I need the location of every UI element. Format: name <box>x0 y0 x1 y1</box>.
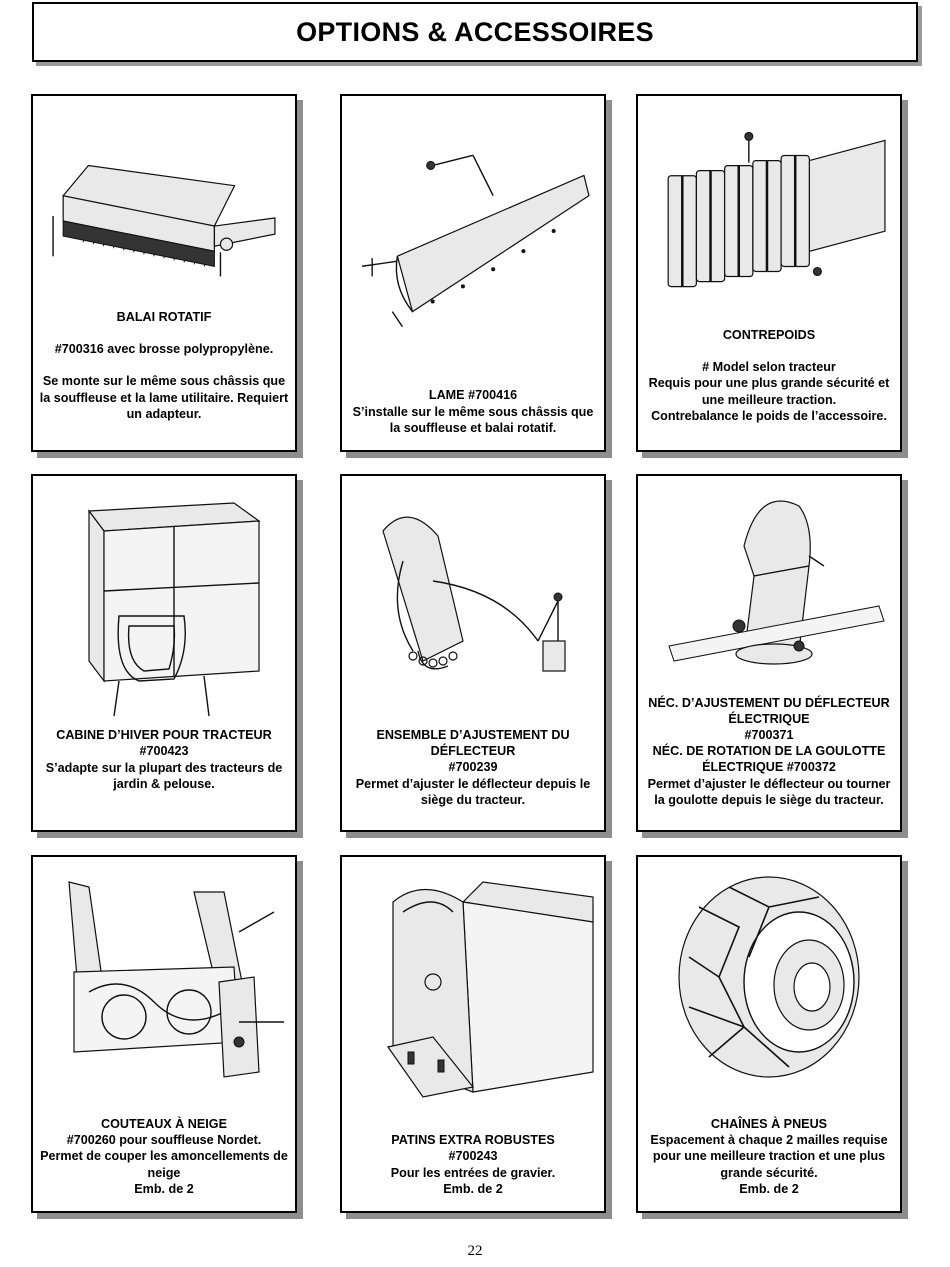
card-caption: LAME #700416 S’installe sur le même sous… <box>346 387 600 436</box>
blade-illustration <box>352 131 594 341</box>
card-electric-chute: NÉC. D’AJUSTEMENT DU DÉFLECTEUR ÉLECTRIQ… <box>636 474 902 832</box>
page-number: 22 <box>467 1243 483 1259</box>
card-text: Permet d’ajuster le déflecteur ou tourne… <box>647 776 891 807</box>
card-text: #700243 <box>448 1149 498 1164</box>
page-title: OPTIONS & ACCESSOIRES <box>296 16 654 47</box>
card-title: CONTREPOIDS <box>722 327 816 342</box>
skid-shoes-illustration <box>352 872 594 1102</box>
card-caption: COUTEAUX À NEIGE #700260 pour souffleuse… <box>37 1116 291 1197</box>
card-caption: PATINS EXTRA ROBUSTES #700243 Pour les e… <box>346 1132 600 1197</box>
card-title: ENSEMBLE D’AJUSTEMENT DU DÉFLECTEUR <box>376 727 570 759</box>
card-text: #700371 <box>744 727 794 742</box>
card-text: #700423 <box>139 744 189 759</box>
card-caption: BALAI ROTATIF #700316 avec brosse polypr… <box>37 309 291 422</box>
rotary-broom-illustration <box>43 136 285 306</box>
page-title-box: OPTIONS & ACCESSOIRES <box>32 2 918 62</box>
card-caption: NÉC. D’AJUSTEMENT DU DÉFLECTEUR ÉLECTRIQ… <box>642 695 896 808</box>
card-text: Pour les entrées de gravier. <box>390 1165 556 1180</box>
card-skid-shoes: PATINS EXTRA ROBUSTES #700243 Pour les e… <box>340 855 606 1213</box>
card-blade: LAME #700416 S’installe sur le même sous… <box>340 94 606 452</box>
card-text: Emb. de 2 <box>443 1181 503 1196</box>
tire-chains-illustration <box>648 867 890 1087</box>
card-text: Permet de couper les amoncellements de n… <box>40 1149 288 1180</box>
winter-cab-illustration <box>43 491 285 721</box>
card-winter-cab: CABINE D’HIVER POUR TRACTEUR #700423 S’a… <box>31 474 297 832</box>
snow-cutters-illustration <box>43 872 285 1102</box>
card-text: Permet d’ajuster le déflecteur depuis le… <box>355 776 591 807</box>
card-title: NÉC. D’AJUSTEMENT DU DÉFLECTEUR ÉLECTRIQ… <box>648 695 890 726</box>
card-caption: CABINE D’HIVER POUR TRACTEUR #700423 S’a… <box>37 727 291 792</box>
counterweights-illustration <box>648 116 890 306</box>
card-title: CABINE D’HIVER POUR TRACTEUR <box>56 728 272 743</box>
card-text: Espacement à chaque 2 mailles requise po… <box>650 1133 888 1180</box>
card-text: # Model selon tracteur <box>702 360 836 375</box>
card-title: LAME #700416 <box>428 388 518 403</box>
card-snow-cutters: COUTEAUX À NEIGE #700260 pour souffleuse… <box>31 855 297 1213</box>
card-text: #700239 <box>448 760 498 775</box>
deflector-kit-illustration <box>352 501 594 716</box>
card-rotary-broom: BALAI ROTATIF #700316 avec brosse polypr… <box>31 94 297 452</box>
card-text: Requis pour une plus grande sécurité et … <box>648 376 890 407</box>
electric-chute-illustration <box>648 486 890 676</box>
card-text: #700260 pour souffleuse Nordet. <box>66 1133 262 1148</box>
card-tire-chains: CHAÎNES À PNEUS Espacement à chaque 2 ma… <box>636 855 902 1213</box>
card-text: Emb. de 2 <box>134 1181 194 1196</box>
card-text: Emb. de 2 <box>739 1181 799 1196</box>
card-text: Contrebalance le poids de l’accessoire. <box>651 408 887 423</box>
card-caption: CONTREPOIDS # Model selon tracteur Requi… <box>642 327 896 424</box>
card-title: CHAÎNES À PNEUS <box>710 1116 828 1131</box>
card-text: NÉC. DE ROTATION DE LA GOULOTTE ÉLECTRIQ… <box>652 744 886 775</box>
card-text: S’installe sur le même sous châssis que … <box>352 404 594 435</box>
card-title: COUTEAUX À NEIGE <box>101 1116 227 1131</box>
card-counterweights: CONTREPOIDS # Model selon tracteur Requi… <box>636 94 902 452</box>
card-text: #700316 avec brosse polypropylène. <box>54 342 274 357</box>
card-title: PATINS EXTRA ROBUSTES <box>391 1133 555 1148</box>
card-text: Se monte sur le même sous châssis que la… <box>39 374 289 421</box>
card-caption: CHAÎNES À PNEUS Espacement à chaque 2 ma… <box>642 1116 896 1197</box>
card-text: S’adapte sur la plupart des tracteurs de… <box>45 760 283 791</box>
card-caption: ENSEMBLE D’AJUSTEMENT DU DÉFLECTEUR #700… <box>346 727 600 808</box>
card-deflector-kit: ENSEMBLE D’AJUSTEMENT DU DÉFLECTEUR #700… <box>340 474 606 832</box>
card-title: BALAI ROTATIF <box>116 309 212 324</box>
